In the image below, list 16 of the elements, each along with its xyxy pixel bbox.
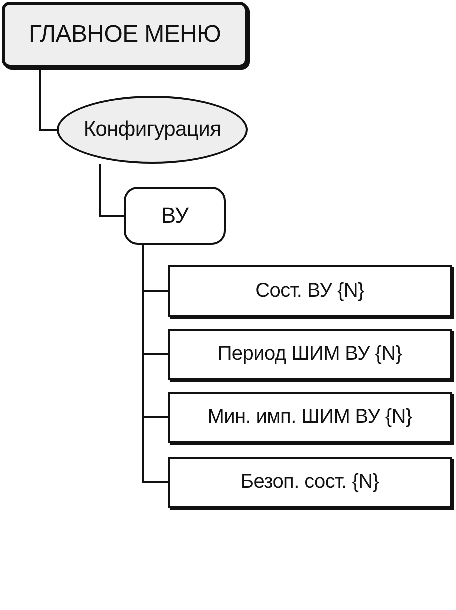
node-label: Мин. имп. ШИМ ВУ {N} bbox=[208, 406, 412, 429]
parameter-box bbox=[168, 392, 452, 443]
node-label: Конфигурация bbox=[84, 118, 222, 142]
connector-line bbox=[142, 245, 168, 484]
node-label: Безоп. сост. {N} bbox=[240, 471, 380, 494]
node-label: ВУ bbox=[161, 203, 189, 229]
node-label: Период ШИМ ВУ {N} bbox=[218, 343, 402, 366]
connector-line bbox=[39, 68, 57, 131]
parameter-box bbox=[168, 329, 452, 380]
main-menu-box bbox=[2, 2, 248, 68]
node-label: ГЛАВНОЕ МЕНЮ bbox=[28, 21, 222, 49]
parameter-box bbox=[168, 457, 452, 508]
parameter-box bbox=[168, 265, 452, 317]
connector-line bbox=[99, 164, 124, 217]
node-label: Сост. ВУ {N} bbox=[256, 280, 364, 302]
submenu-box bbox=[124, 187, 226, 245]
